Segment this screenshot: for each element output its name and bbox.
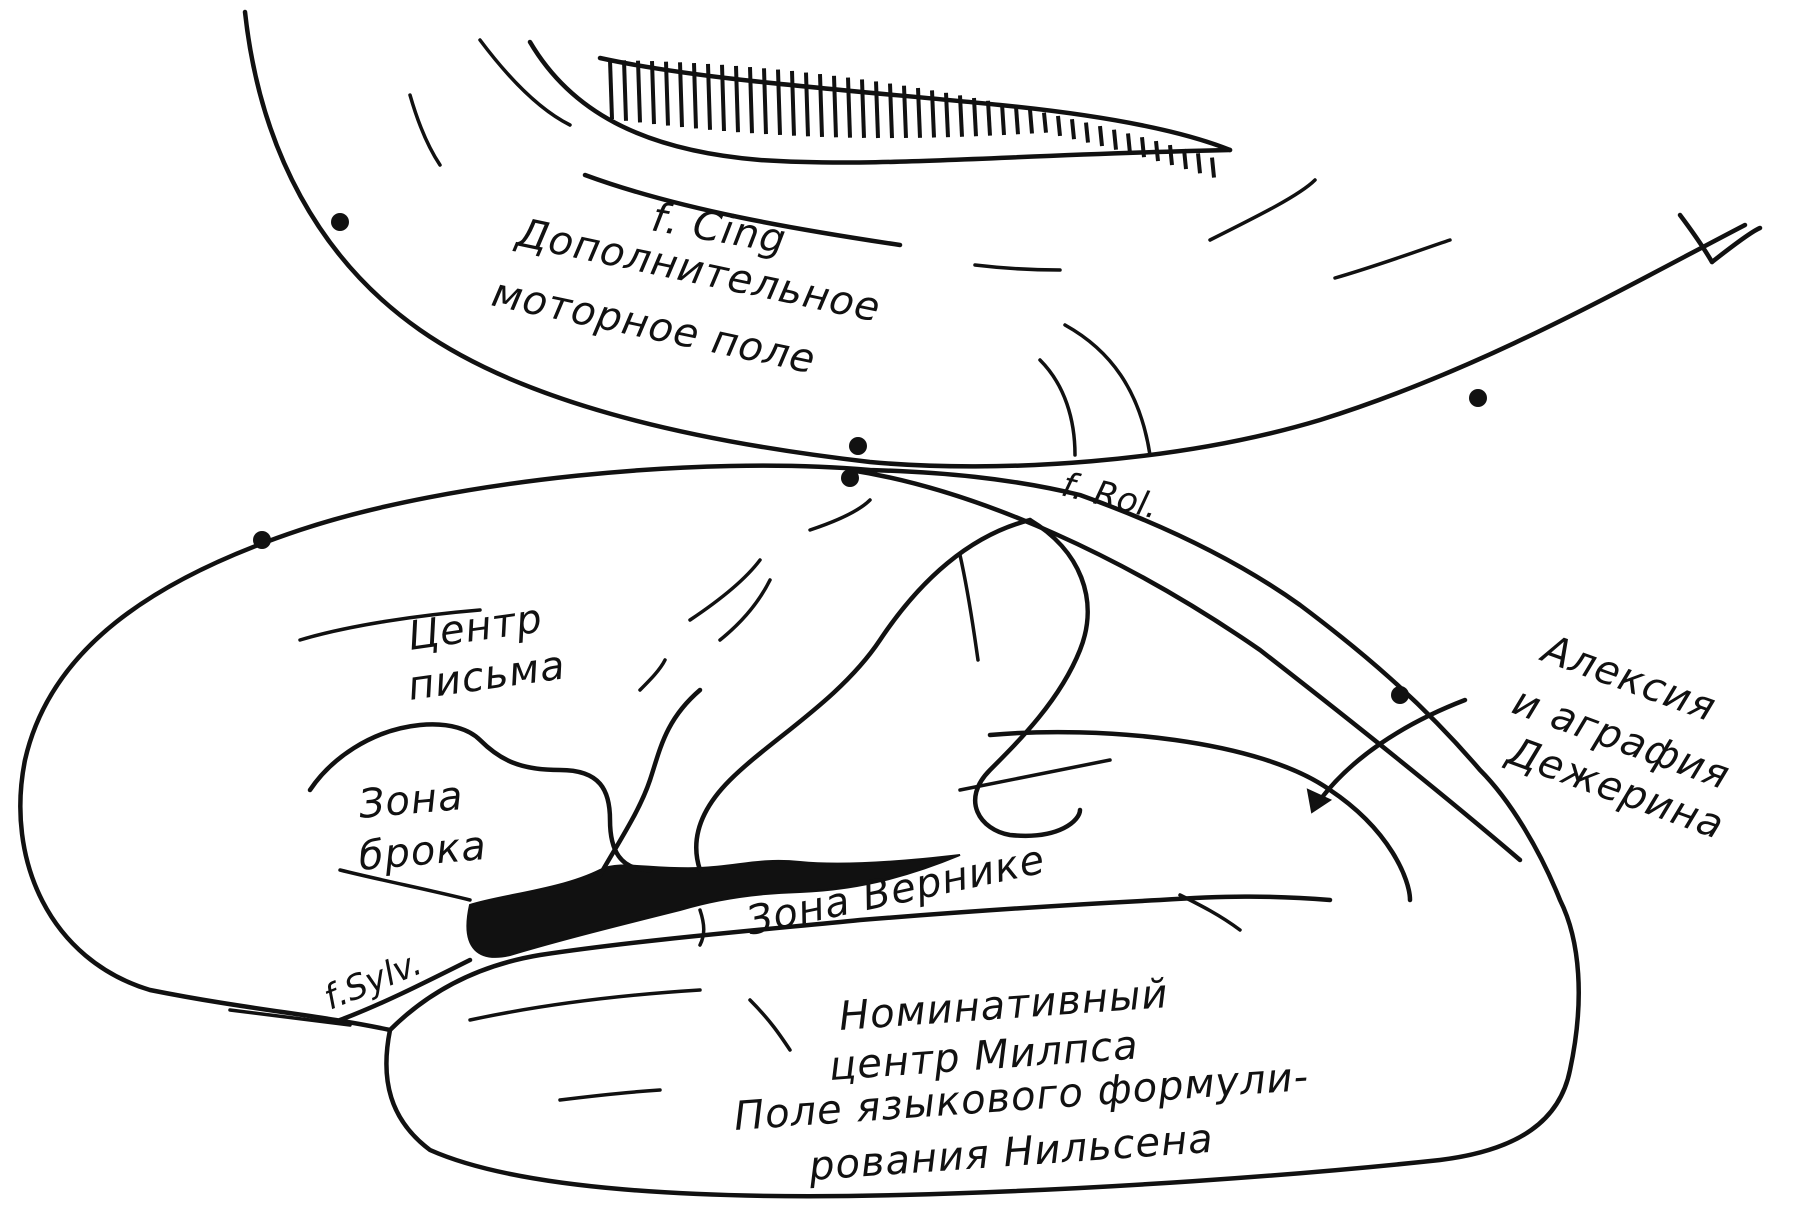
hatch-line [1044,113,1046,133]
hatch-line [834,76,836,138]
outline-dot-6 [1391,686,1409,704]
label-broca-1: Зона [357,773,465,828]
outline-dot-4 [841,469,859,487]
hatch-line [988,101,990,136]
gyrus-line-2 [810,500,870,530]
hatch-line [904,86,906,138]
hatch-line [1142,137,1144,157]
short-gyrus-mark-2 [1180,895,1240,930]
hatch-line [960,95,962,136]
hatch-line [974,98,976,136]
parietal-gyrus [990,732,1410,900]
hatch-line [1156,141,1158,161]
hatch-line [708,64,710,130]
hatch-line [792,71,794,136]
hatch-line [736,66,738,132]
hatch-line [932,90,934,137]
hatch-line [722,65,724,131]
hatch-line [666,62,668,126]
rolandic-fissure [850,470,1520,860]
hatch-line [1072,119,1074,139]
outline-dot-3 [1469,389,1487,407]
outline-dot-2 [849,437,867,455]
hatch-line [1030,110,1032,134]
hatch-line [946,93,948,137]
hatch-line [680,62,682,127]
hatch-line [1198,153,1200,173]
medial-fold-4 [975,265,1060,270]
short-gyrus-mark-1 [960,760,1110,790]
hatch-line [862,79,864,137]
hatch-line [778,70,780,135]
lateral-hemisphere-outline [20,466,1578,1197]
hatch-line [764,68,766,134]
medial-fold-2 [480,40,570,125]
outline-dot-5 [253,531,271,549]
short-gyrus-mark-3 [750,1000,790,1050]
medial-hemisphere-outline [245,12,1745,466]
label-broca-2: брока [357,823,489,880]
hatch-line [1100,126,1102,146]
medial-fold-7 [1335,240,1450,278]
hatch-line [638,61,640,123]
corpus-callosum-outline [530,42,1230,163]
hatch-line [1086,123,1088,143]
hatch-line [652,61,654,124]
short-gyrus-mark-4 [960,555,978,660]
hatch-line [1184,149,1186,169]
short-gyrus-mark-6 [640,660,665,690]
hatch-line [1016,107,1018,135]
outline-dot-1 [331,213,349,231]
hatch-line [918,88,920,138]
hatch-line [750,67,752,133]
hatch-line [1002,104,1004,135]
medial-fold-1 [410,95,440,165]
postcentral-contour [975,520,1088,836]
hatch-line [848,78,850,138]
label-wernicke: Зона Вернике [743,837,1050,945]
hatch-line [806,73,808,137]
hatch-line [624,60,626,121]
medial-outline-branch-2 [1712,228,1760,262]
hatch-line [1128,133,1130,153]
gyrus-line-4 [720,580,770,640]
hatch-line [820,74,822,137]
hatch-line [1058,116,1060,136]
hatch-line [1212,158,1214,178]
hatch-line [1114,130,1116,150]
hatch-line [1170,145,1172,165]
medial-fold-5 [1065,325,1150,455]
hatch-line [890,84,892,138]
medial-fold-3 [1210,180,1315,240]
temporal-gyrus-line [470,990,700,1020]
short-gyrus-mark-5 [700,910,704,945]
hatch-line [876,81,878,138]
medial-fold-6 [1040,360,1075,455]
label-f-rol: f. Rol. [1058,465,1162,527]
hatch-line [694,63,696,128]
temporal-gyrus-line-2 [560,1090,660,1100]
hatch-line [610,60,612,119]
